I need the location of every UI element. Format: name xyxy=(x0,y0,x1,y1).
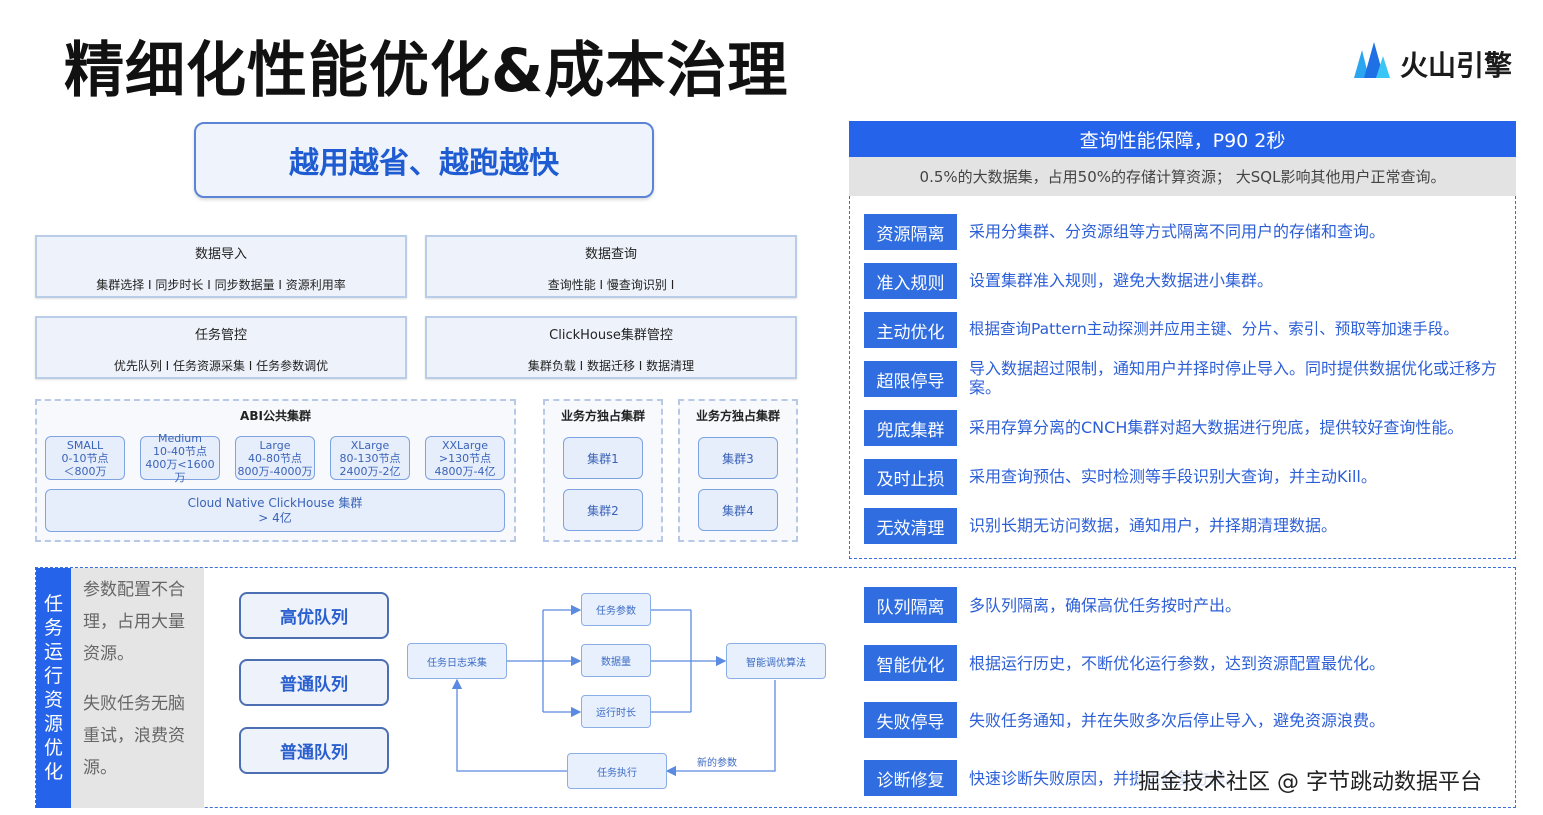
tag-timely-stop: 及时止损 xyxy=(864,459,957,495)
desc-admission-rules: 设置集群准入规则，避免大数据进小集群。 xyxy=(969,271,1274,290)
exclusive-label: 业务方独占集群 xyxy=(560,409,645,423)
watermark: 掘金技术社区 @ 字节跳动数据平台 xyxy=(1138,764,1482,796)
desc-resource-isolation: 采用分集群、分资源组等方式隔离不同用户的存储和查询。 xyxy=(969,222,1386,241)
task-section xyxy=(35,567,1516,808)
module-title: 数据导入 xyxy=(194,247,247,262)
desc-fallback-cluster: 采用存算分离的CNCH集群对超大数据进行兜底，提供较好查询性能。 xyxy=(969,418,1464,437)
tag-queue-isolation: 队列隔离 xyxy=(864,587,957,623)
module-data-import: 数据导入 集群选择 I 同步时长 I 同步数据量 I 资源利用率 xyxy=(35,235,407,298)
module-items: 集群选择 I 同步时长 I 同步数据量 I 资源利用率 xyxy=(96,278,346,292)
module-items: 优先队列 I 任务资源采集 I 任务参数调优 xyxy=(113,359,329,373)
queue-high-priority: 高优队列 xyxy=(239,592,389,639)
problem-config: 参数配置不合理，占用大量资源。 xyxy=(83,580,185,664)
exclusive-label: 业务方独占集群 xyxy=(695,409,780,423)
tag-admission-rules: 准入规则 xyxy=(864,263,957,299)
module-clickhouse-control: ClickHouse集群管控 集群负载 I 数据迁移 I 数据清理 xyxy=(425,316,797,379)
flow-smart-tuning: 智能调优算法 xyxy=(726,643,826,679)
tag-invalid-cleanup: 无效清理 xyxy=(864,508,957,544)
flow-data-volume: 数据量 xyxy=(581,644,651,677)
module-items: 集群负载 I 数据迁移 I 数据清理 xyxy=(527,359,695,373)
tag-smart-optimization: 智能优化 xyxy=(864,645,957,681)
query-panel-head: 查询性能保障，P90 2秒 xyxy=(849,121,1516,157)
desc-smart-optimization: 根据运行历史，不断优化运行参数，达到资源配置最优化。 xyxy=(969,654,1386,673)
tag-fallback-cluster: 兜底集群 xyxy=(864,410,957,446)
module-items: 查询性能 I 慢查询识别 I xyxy=(547,278,675,292)
desc-overlimit-stop: 导入数据超过限制，通知用户并择时停止导入。同时提供数据优化或迁移方案。 xyxy=(969,359,1498,397)
problem-retry: 失败任务无脑重试，浪费资源。 xyxy=(83,694,185,778)
tag-resource-isolation: 资源隔离 xyxy=(864,214,957,250)
cluster-3: 集群3 xyxy=(698,437,778,479)
desc-active-optimization: 根据查询Pattern主动探测并应用主键、分片、索引、预取等加速手段。 xyxy=(969,320,1459,338)
module-title: ClickHouse集群管控 xyxy=(549,328,673,343)
slogan-banner: 越用越省、越跑越快 xyxy=(194,122,654,198)
flow-runtime: 运行时长 xyxy=(581,695,651,728)
desc-timely-stop: 采用查询预估、实时检测等手段识别大查询，并主动Kill。 xyxy=(969,467,1377,486)
task-problems: 参数配置不合理，占用大量资源。 失败任务无脑重试，浪费资源。 xyxy=(71,568,204,808)
flow-task-param: 任务参数 xyxy=(581,593,651,626)
volcano-logo-icon xyxy=(1354,42,1390,78)
module-title: 任务管控 xyxy=(194,328,247,343)
desc-failure-stop: 失败任务通知，并在失败多次后停止导入，避免资源浪费。 xyxy=(969,711,1386,730)
queue-normal-2: 普通队列 xyxy=(239,727,389,774)
module-task-control: 任务管控 优先队列 I 任务资源采集 I 任务参数调优 xyxy=(35,316,407,379)
flow-connectors xyxy=(451,604,776,777)
tag-overlimit-stop: 超限停导 xyxy=(864,361,957,397)
tag-failure-stop: 失败停导 xyxy=(864,702,957,738)
queue-normal-1: 普通队列 xyxy=(239,659,389,706)
module-data-query: 数据查询 查询性能 I 慢查询识别 I xyxy=(425,235,797,298)
tag-active-optimization: 主动优化 xyxy=(864,312,957,348)
cluster-2: 集群2 xyxy=(563,489,643,531)
query-panel-subtitle: 0.5%的大数据集，占用50%的存储计算资源； 大SQL影响其他用户正常查询。 xyxy=(849,157,1516,196)
page-title: 精细化性能优化&成本治理 xyxy=(64,36,789,106)
module-title: 数据查询 xyxy=(584,247,637,262)
cluster-1: 集群1 xyxy=(563,437,643,479)
desc-queue-isolation: 多队列隔离，确保高优任务按时产出。 xyxy=(969,596,1242,615)
flow-task-exec: 任务执行 xyxy=(567,753,667,789)
tag-diagnose-repair: 诊断修复 xyxy=(864,760,957,796)
cluster-4: 集群4 xyxy=(698,489,778,531)
abi-label: ABI公共集群 xyxy=(240,409,311,423)
task-side-label: 任务运行资源优化 xyxy=(36,568,71,808)
desc-invalid-cleanup: 识别长期无访问数据，通知用户，并择期清理数据。 xyxy=(969,516,1338,535)
brand-name: 火山引擎 xyxy=(1400,49,1513,82)
flow-new-param-label: 新的参数 xyxy=(697,758,737,769)
cnch-cluster: Cloud Native ClickHouse 集群> 4亿 xyxy=(45,489,505,532)
flow-log-collect: 任务日志采集 xyxy=(407,643,507,679)
